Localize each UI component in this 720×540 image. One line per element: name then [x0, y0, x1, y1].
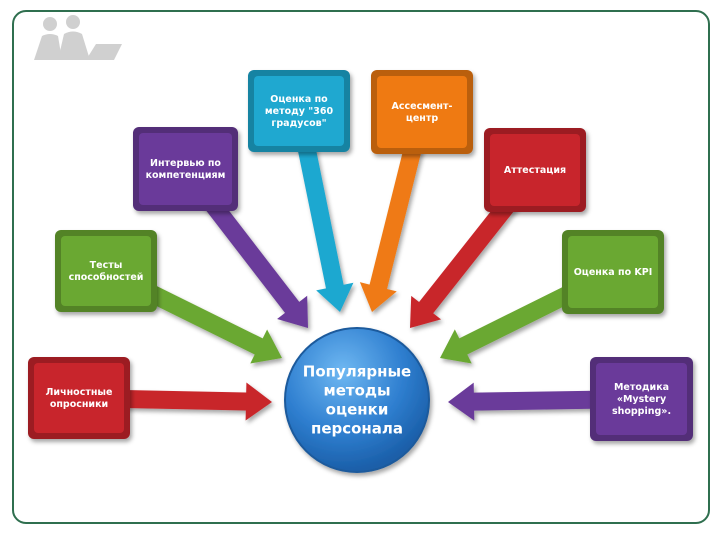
method-label-line: Ассесмент- [392, 101, 453, 112]
method-label-line: способностей [69, 272, 144, 283]
method-label-line: Интервью по [150, 158, 221, 169]
method-box-face [139, 133, 232, 205]
method-box-face [596, 363, 687, 435]
method-label-line: центр [406, 113, 439, 124]
method-box-assessment: Ассесмент-центр [371, 70, 473, 154]
method-box-face [568, 236, 658, 308]
method-label-line: Оценка по KPI [574, 267, 653, 278]
center-label-line: оценки [326, 401, 389, 419]
people-silhouette-icon [34, 15, 122, 60]
method-label-line: Оценка по [270, 94, 328, 105]
method-box-attestation: Аттестация [484, 128, 586, 212]
method-label-line: Личностные [46, 387, 113, 398]
center-label-line: персонала [311, 420, 403, 438]
method-label-line: «Mystery [617, 394, 667, 405]
arrow-360 [290, 109, 354, 312]
method-box-face [254, 76, 344, 146]
center-label-line: методы [323, 382, 390, 400]
method-label-line: Аттестация [504, 165, 566, 176]
method-box-face [61, 236, 151, 306]
method-label-line: градусов" [271, 118, 326, 129]
method-label-line: методу "360 [265, 106, 334, 117]
method-label-line: Тесты [90, 260, 123, 271]
method-box-face [490, 134, 580, 206]
method-label-line: компетенциям [146, 170, 226, 181]
method-label-line: shopping». [612, 406, 671, 417]
method-box-face [34, 363, 124, 433]
method-label-line: Методика [614, 382, 669, 393]
center-label-line: Популярные [303, 363, 411, 381]
method-box-face [377, 76, 467, 148]
arrow-assessment [359, 109, 431, 313]
center-hub [284, 327, 430, 473]
method-label-line: опросники [50, 399, 108, 410]
method-box-kpi: Оценка по KPI [562, 230, 664, 314]
